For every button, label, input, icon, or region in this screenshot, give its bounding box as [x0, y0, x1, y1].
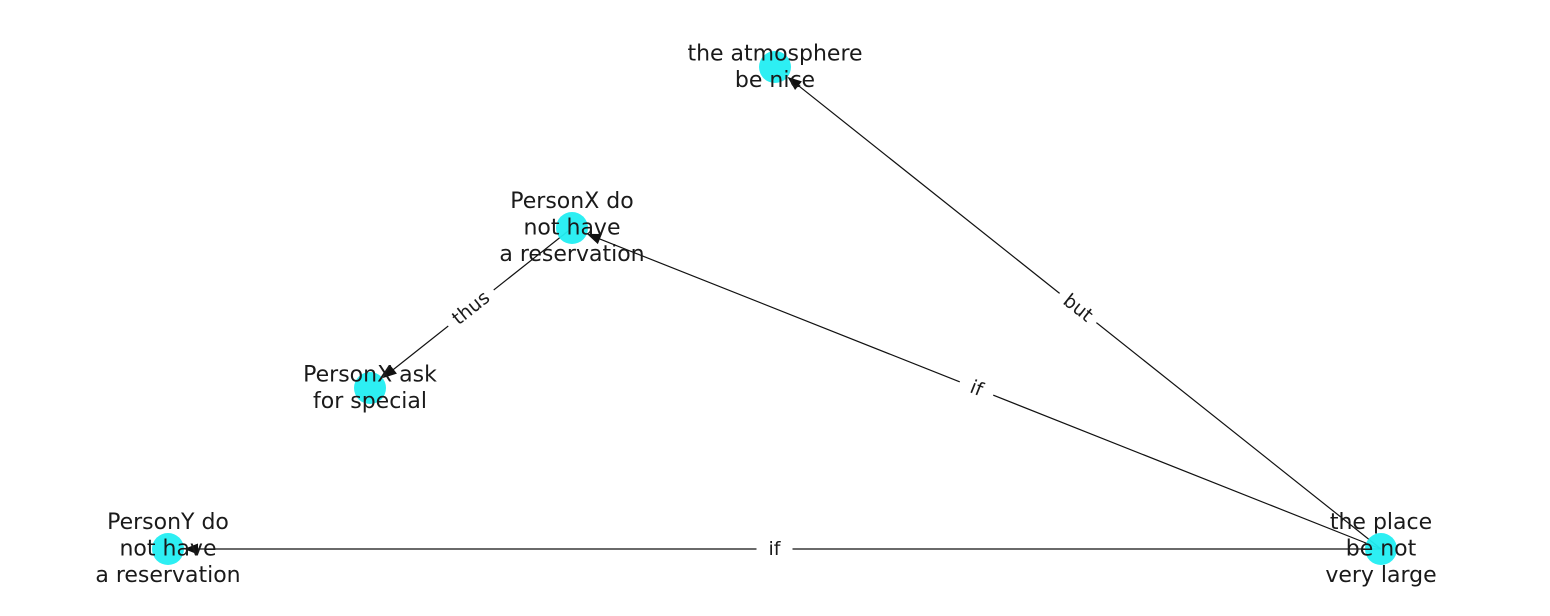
node-place: [1365, 533, 1397, 565]
node-label-line: very large: [1325, 563, 1436, 588]
arrowhead-place-to-personx-reservation: [586, 233, 602, 245]
node-label-line: be nice: [735, 68, 815, 93]
node-personx-ask: [354, 372, 386, 404]
edges-layer: [184, 76, 1382, 555]
edge-label-background: [756, 537, 793, 561]
edge-label-group: if: [756, 537, 793, 561]
node-label-line: a reservation: [499, 242, 644, 267]
node-label-line: PersonX do: [510, 189, 633, 214]
edge-label-group: but: [1052, 283, 1104, 333]
edge-label-background: [440, 280, 502, 336]
node-label-line: not have: [119, 537, 216, 562]
node-atmosphere: [759, 51, 791, 83]
edge-label-background: [955, 370, 998, 407]
arrowhead-place-to-atmosphere: [787, 76, 802, 90]
edge-label-group: if: [955, 370, 998, 407]
arrowhead-place-to-persony-reservation: [184, 543, 198, 555]
arrowhead-personx-reservation-to-personx-ask: [382, 365, 397, 379]
node-label-line: PersonX ask: [303, 362, 437, 387]
edge-label: if: [769, 538, 782, 560]
edge-labels-layer: but if thus if: [440, 280, 1104, 561]
node-persony-reservation: [152, 533, 184, 565]
nodes-layer: [152, 51, 1397, 565]
node-label-line: be not: [1346, 537, 1417, 562]
edge-label-background: [1052, 283, 1104, 333]
node-label-line: a reservation: [95, 563, 240, 588]
node-label-line: not have: [523, 216, 620, 241]
node-label-line: for special: [313, 389, 427, 414]
node-personx-reservation: [556, 212, 588, 244]
edge-label-group: thus: [440, 280, 502, 336]
node-label-line: the atmosphere: [687, 41, 862, 66]
node-label-line: PersonY do: [107, 510, 229, 535]
node-label-line: the place: [1330, 510, 1432, 535]
